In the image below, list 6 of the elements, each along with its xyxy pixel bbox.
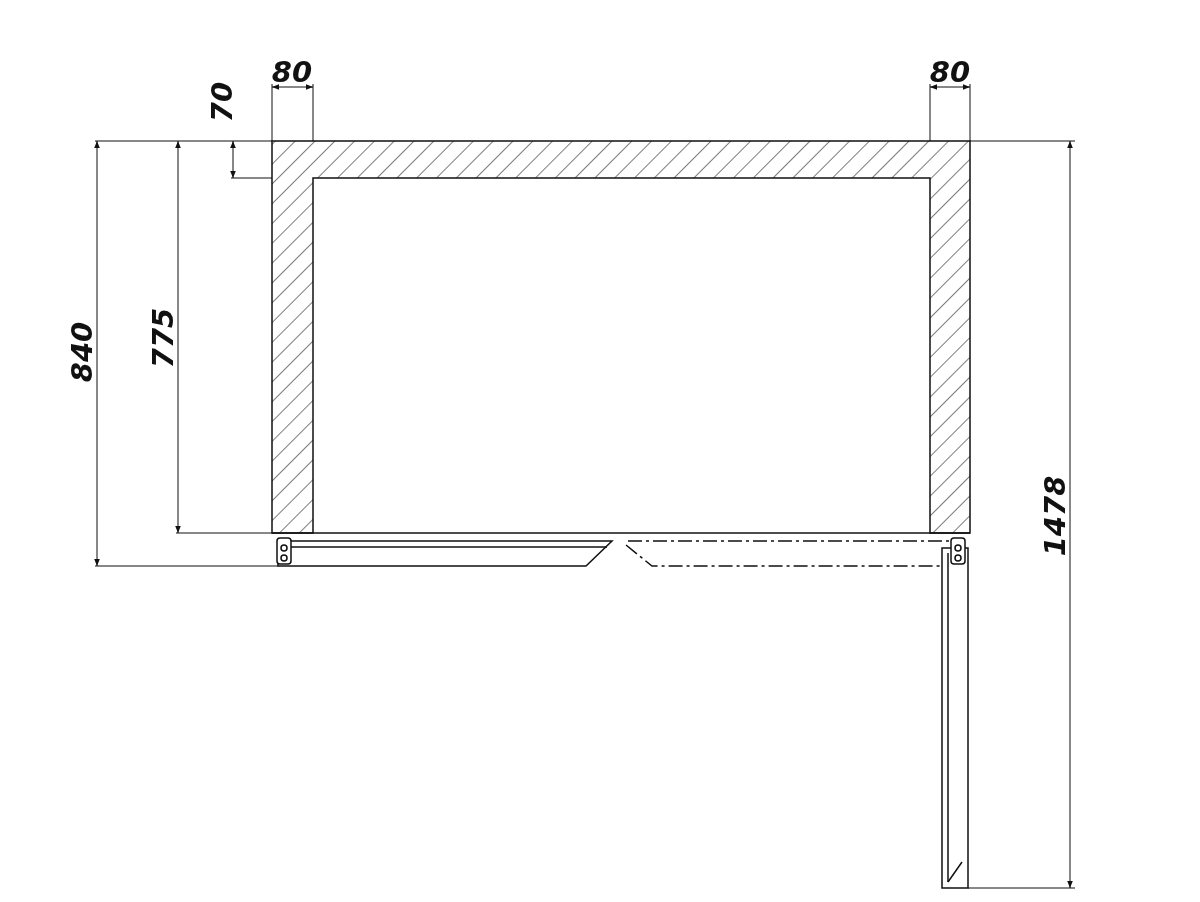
dimension-label: 80 [271, 57, 313, 87]
dimension-label: 840 [67, 321, 97, 383]
dimension-label: 1478 [1040, 475, 1070, 557]
dimension-label: 80 [929, 57, 971, 87]
dimension-label: 775 [148, 307, 178, 369]
dimension-label: 70 [207, 81, 237, 123]
